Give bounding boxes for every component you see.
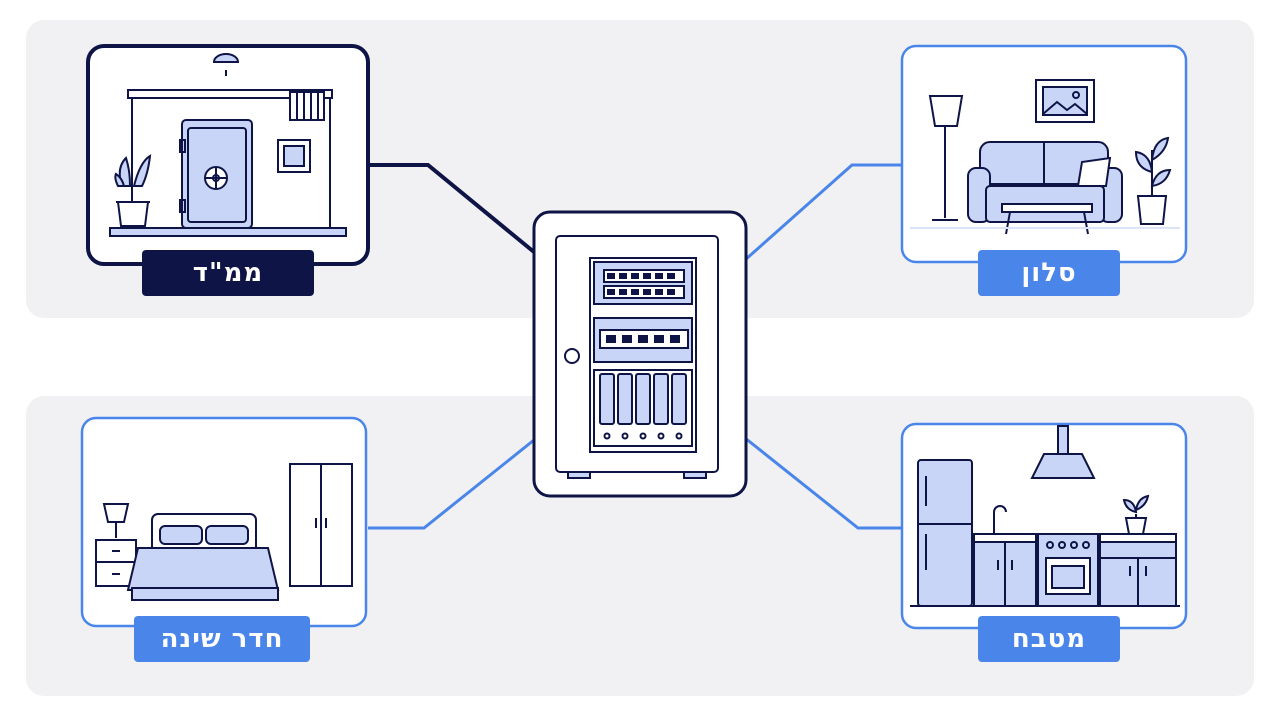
connector-bedroom — [368, 438, 535, 530]
kitchen-card[interactable] — [900, 422, 1188, 630]
connector-safe-room — [370, 163, 536, 254]
bedroom-label[interactable]: חדר שינה — [134, 616, 310, 662]
connector-living-room — [744, 163, 902, 262]
kitchen-label[interactable]: מטבח — [978, 616, 1120, 662]
bedroom-icon — [95, 463, 353, 601]
safe-room-card[interactable] — [86, 44, 370, 266]
living-room-card[interactable] — [900, 44, 1188, 264]
kitchen-icon — [910, 425, 1180, 607]
network-cabinet-icon — [555, 235, 719, 479]
living-room-label[interactable]: סלון — [978, 250, 1120, 296]
connector-kitchen — [744, 436, 902, 530]
bedroom-card[interactable] — [80, 416, 368, 628]
network-cabinet-hub[interactable] — [532, 210, 748, 498]
safe-room-icon — [109, 53, 347, 237]
living-room-icon — [910, 79, 1180, 235]
safe-room-label[interactable]: ממ"ד — [142, 250, 314, 296]
